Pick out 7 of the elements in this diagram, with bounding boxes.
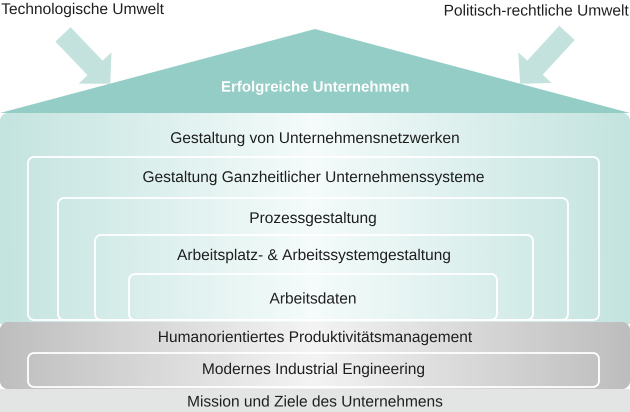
- block-arrow: [55, 27, 112, 84]
- roof-triangle: Erfolgreiche Unternehmen: [0, 29, 630, 113]
- label-text: Politisch-rechtliche Umwelt: [444, 4, 629, 16]
- base-band: Mission und Ziele des Unternehmens: [0, 388, 630, 412]
- label-text: Technologische Umwelt: [2, 2, 164, 18]
- nested-frame: Arbeitsdaten: [128, 273, 498, 321]
- nested-frame: Modernes Industrial Engineering: [27, 352, 600, 388]
